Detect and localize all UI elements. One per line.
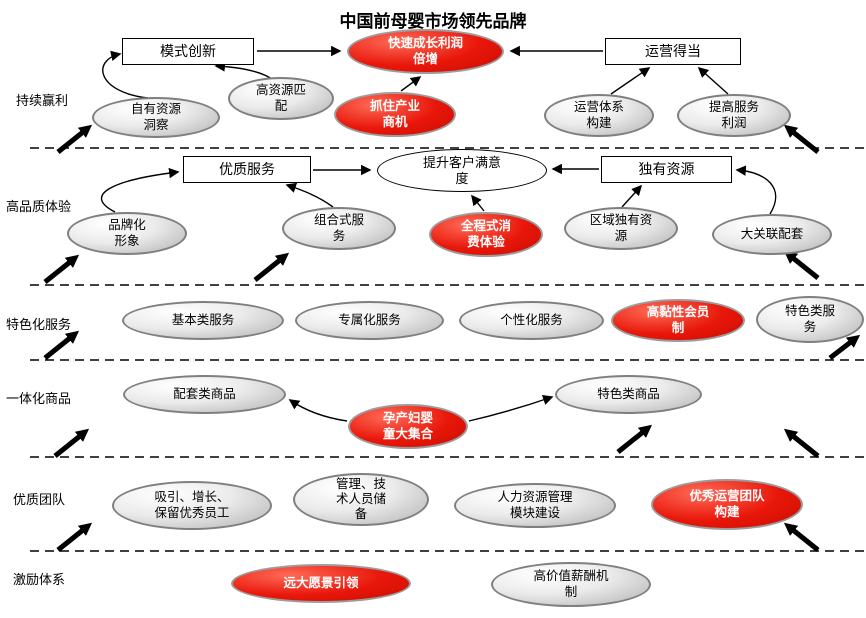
node-high-resource-match: 高资源匹 配 bbox=[228, 77, 334, 120]
layer-label-integrated-products: 一体化商品 bbox=[6, 391, 72, 406]
support-arrow bbox=[43, 330, 80, 360]
node-related-support: 大关联配套 bbox=[712, 214, 832, 255]
edge-resource-match-to-model-innovation bbox=[214, 61, 273, 80]
node-combined-service: 组合式服 务 bbox=[282, 207, 396, 250]
layer-label-quality-team: 优质团队 bbox=[13, 492, 66, 507]
edge-service-profit-to-proper-operation bbox=[697, 66, 729, 95]
support-arrow bbox=[783, 522, 820, 552]
edge-collection-to-special-products bbox=[468, 394, 554, 422]
edge-collection-to-supporting-products bbox=[288, 399, 348, 422]
support-arrow bbox=[828, 334, 861, 360]
node-unique-resource: 独有资源 bbox=[601, 156, 732, 183]
node-exclusive-services: 专属化服务 bbox=[295, 301, 444, 340]
node-great-vision-leading: 远大愿景引领 bbox=[231, 564, 411, 603]
node-own-resource-insight: 自有资源 洞察 bbox=[92, 97, 220, 138]
node-improve-service-profit: 提高服务 利润 bbox=[677, 94, 791, 137]
support-arrow bbox=[56, 522, 93, 552]
edge-related-support-to-unique-resource bbox=[735, 165, 777, 215]
support-arrow bbox=[53, 428, 90, 458]
node-operation-system: 运营体系 构建 bbox=[544, 94, 654, 137]
diagram-title: 中国前母婴市场领先品牌 bbox=[339, 12, 527, 31]
node-regional-unique-resource: 区域独有资 源 bbox=[564, 207, 678, 250]
node-special-products: 特色类商品 bbox=[555, 375, 702, 414]
edge-brand-image-to-quality-service bbox=[100, 167, 180, 213]
node-proper-operation: 运营得当 bbox=[605, 38, 741, 65]
layer-label-sustained-profit: 持续赢利 bbox=[16, 93, 69, 108]
support-arrow bbox=[56, 124, 93, 154]
node-brand-image: 品牌化 形象 bbox=[67, 212, 187, 255]
node-high-value-compensation: 高价值薪酬机 制 bbox=[491, 562, 651, 607]
node-quality-service: 优质服务 bbox=[183, 156, 311, 183]
node-personalized-services: 个性化服务 bbox=[459, 301, 604, 340]
support-arrow bbox=[783, 428, 820, 458]
edge-combined-service-to-quality-service bbox=[285, 182, 334, 208]
support-arrow bbox=[253, 252, 290, 282]
node-hr-module-construction: 人力资源管理 模块建设 bbox=[454, 483, 616, 528]
support-arrow bbox=[783, 124, 820, 154]
node-customer-satisfaction: 提升客户满意 度 bbox=[377, 149, 547, 192]
node-seize-opportunity: 抓住产业 商机 bbox=[334, 92, 456, 137]
node-attract-retain-employees: 吸引、增长、 保留优秀员工 bbox=[112, 481, 272, 530]
support-arrow bbox=[783, 250, 820, 280]
node-rapid-growth-profit: 快速成长利润 倍增 bbox=[347, 29, 504, 74]
edge-regional-resource-to-unique-resource bbox=[621, 184, 643, 208]
node-featured-class-services: 特色类服 务 bbox=[756, 296, 864, 343]
node-tech-personnel-reserve: 管理、技 术人员储 备 bbox=[293, 473, 429, 526]
edge-seize-opportunity-to-rapid-growth bbox=[400, 76, 422, 92]
support-arrow bbox=[616, 424, 653, 454]
layer-label-quality-experience: 高品质体验 bbox=[6, 199, 72, 214]
node-excellent-operation-team: 优秀运营团队 构建 bbox=[651, 479, 803, 530]
edge-op-system-to-proper-operation bbox=[610, 67, 651, 95]
node-basic-services: 基本类服务 bbox=[122, 301, 284, 340]
support-arrow bbox=[43, 254, 80, 284]
layer-label-featured-services: 特色化服务 bbox=[6, 317, 72, 332]
edge-consumption-experience-to-satisfaction bbox=[471, 194, 485, 212]
node-full-consumption-experience: 全程式消 费体验 bbox=[429, 212, 543, 257]
node-supporting-products: 配套类商品 bbox=[123, 375, 286, 414]
node-high-stickiness-membership: 高黏性会员 制 bbox=[611, 299, 745, 342]
node-model-innovation: 模式创新 bbox=[122, 38, 254, 65]
layer-label-incentive-system: 激励体系 bbox=[13, 572, 66, 587]
node-maternal-baby-collection: 孕产妇婴 童大集合 bbox=[348, 404, 468, 449]
